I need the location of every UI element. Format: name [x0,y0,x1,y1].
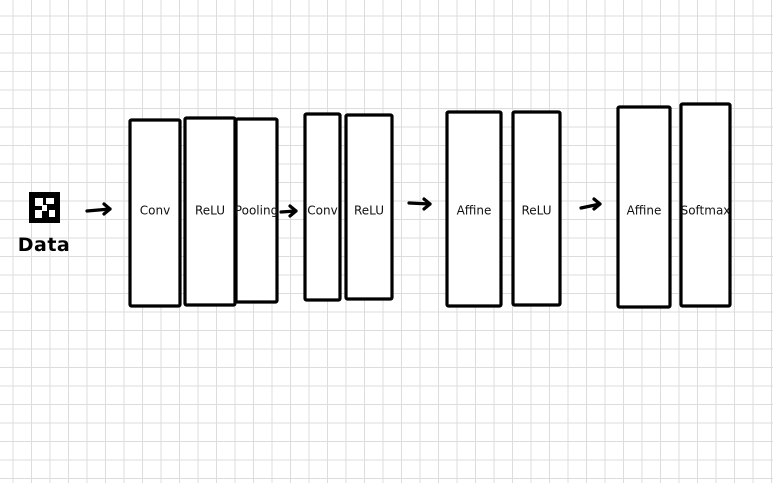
layer-conv: Conv [128,118,182,308]
arrow-head [422,197,432,211]
layer-box [511,110,562,307]
layer-label: Affine [457,204,492,218]
layer-box [128,118,182,308]
layer-label: Conv [140,204,170,218]
layer-box [616,105,672,309]
layer-box [445,110,503,308]
layer-relu: ReLU [344,113,394,301]
layer-conv: Conv [303,112,342,302]
layer-relu: ReLU [511,110,562,307]
image-icon [29,192,60,223]
layer-pooling: Pooling [234,117,279,304]
layer-label: ReLU [521,204,551,218]
layer-relu: ReLU [183,116,237,307]
flow-arrow [85,202,112,216]
data-label: Data [18,234,71,256]
arrow-head [288,204,298,218]
layer-label: Softmax [681,204,731,218]
layer-box [344,113,394,301]
layer-label: Conv [307,204,337,218]
layer-label: ReLU [195,204,225,218]
layer-label: Affine [627,204,662,218]
layer-affine: Affine [445,110,503,308]
data-input: Data [18,192,71,256]
flow-arrow [279,204,298,218]
layer-box [679,102,732,308]
flow-arrow [407,197,432,211]
layer-box [234,117,279,304]
arrow-shaft [407,201,432,206]
arrow-shaft [85,207,112,213]
arrow-head [102,202,112,216]
layer-softmax: Softmax [679,102,732,308]
layer-affine: Affine [616,105,672,309]
arrow-head [592,197,602,211]
layer-label: ReLU [354,204,384,218]
layer-label: Pooling [235,204,278,218]
layer-box [303,112,342,302]
flow-arrow [579,197,602,211]
